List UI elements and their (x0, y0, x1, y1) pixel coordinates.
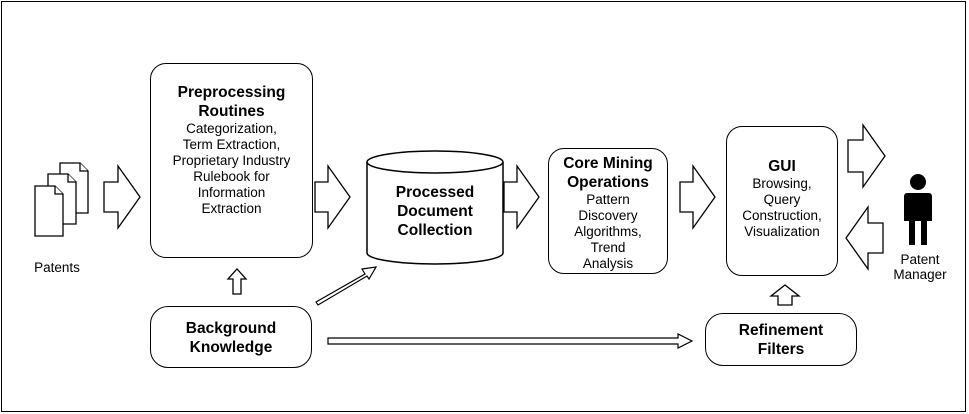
arrow-preprocessing-to-processed (314, 163, 351, 231)
preprocessing-routines-box: Preprocessing Routines Categorization, T… (150, 63, 313, 258)
arrow-background-to-preprocessing (226, 268, 248, 295)
background-knowledge-box: Background Knowledge (150, 306, 312, 368)
arrow-manager-to-gui (845, 204, 884, 272)
patent-manager-label: Patent Manager (893, 252, 947, 282)
arrow-background-to-refinement (327, 333, 694, 349)
arrow-background-to-processed (315, 266, 378, 306)
documents-icon (34, 162, 89, 237)
refinement-filters-box: Refinement Filters (705, 313, 857, 366)
preprocessing-title: Preprocessing (177, 84, 286, 101)
processed-collection-label: Processed Document Collection (395, 184, 475, 239)
core-mining-box: Core Mining Operations Pattern Discovery… (548, 148, 668, 274)
arrow-refinement-to-gui (769, 284, 801, 306)
arrow-gui-to-manager (847, 122, 886, 190)
arrow-core-to-gui (679, 163, 716, 231)
gui-box: GUI Browsing, Query Construction, Visual… (726, 126, 838, 276)
arrow-patents-to-preprocessing (103, 163, 141, 231)
preprocessing-title-2: Routines (198, 103, 265, 120)
patents-label: Patents (34, 260, 80, 275)
person-icon (904, 174, 932, 245)
arrow-processed-to-core (503, 163, 540, 231)
processed-collection-cylinder (366, 150, 504, 265)
